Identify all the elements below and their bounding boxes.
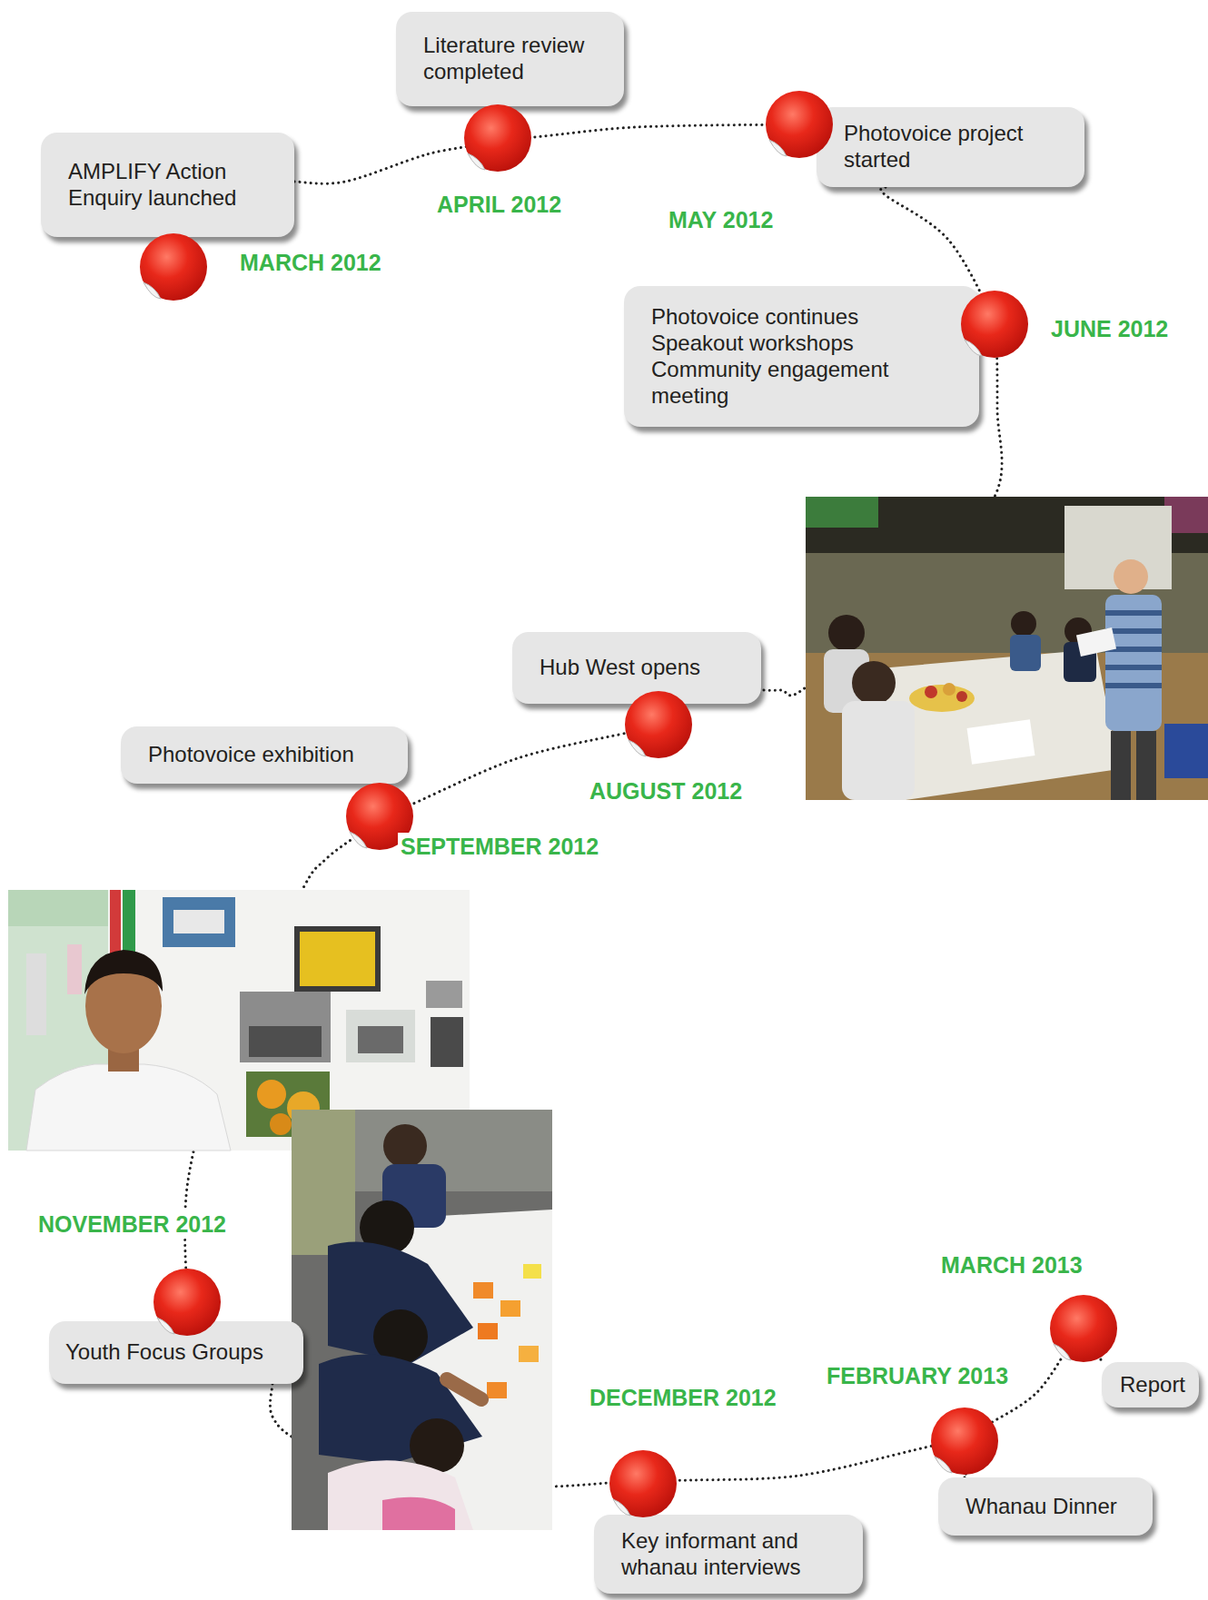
timeline-sticker	[609, 1450, 677, 1518]
photo-detail	[239, 991, 331, 1063]
photo-detail	[1105, 664, 1162, 671]
month-label: AUGUST 2012	[586, 777, 745, 805]
milestone-text: Photovoice exhibition	[148, 741, 390, 768]
photo-detail	[162, 897, 236, 948]
photo-detail	[8, 890, 109, 927]
photo-detail	[1113, 559, 1149, 595]
month-label: MARCH 2012	[237, 248, 385, 277]
photo-detail	[299, 931, 376, 987]
photo-detail	[956, 691, 968, 703]
photo-detail	[1164, 723, 1208, 779]
photo-detail	[327, 1242, 474, 1366]
milestone-text: Speakout workshops	[651, 329, 925, 357]
photo-detail	[1105, 594, 1162, 732]
milestone-box: Whanau Dinner	[938, 1477, 1153, 1536]
photo-detail	[26, 1064, 231, 1151]
month-label: APRIL 2012	[434, 190, 565, 218]
photo-detail	[346, 1009, 416, 1063]
milestone-box: Hub West opens	[512, 632, 762, 704]
milestone-box: Report	[1101, 1362, 1199, 1408]
photo-detail	[26, 953, 47, 1036]
milestone-text: Key informant and whanau interviews	[621, 1527, 845, 1581]
photo-detail	[383, 1124, 427, 1169]
photo-detail	[269, 1113, 292, 1136]
photo-detail	[1105, 610, 1162, 616]
milestone-text: Report	[1119, 1371, 1190, 1398]
photo-detail	[294, 926, 381, 992]
milestone-box: Photovoice continuesSpeakout workshopsCo…	[623, 286, 980, 427]
photo-detail	[84, 950, 163, 995]
timeline-sticker	[624, 691, 693, 759]
photo-detail	[500, 1300, 521, 1317]
milestone-box: AMPLIFY Action Enquiry launched	[40, 132, 295, 238]
photo-detail	[967, 719, 1036, 764]
photo-detail	[382, 1497, 456, 1531]
photo-detail	[924, 685, 938, 699]
timeline-sticker	[960, 290, 1029, 358]
timeline-sticker	[930, 1407, 999, 1476]
month-label: MARCH 2013	[938, 1251, 1086, 1279]
month-label: MAY 2012	[665, 206, 776, 234]
timeline-sticker	[464, 104, 532, 172]
photo-detail	[841, 701, 915, 801]
month-label: JUNE 2012	[1048, 315, 1171, 343]
photo-detail	[1110, 731, 1131, 801]
milestone-box: Photovoice project started	[816, 107, 1085, 188]
timeline-connector	[631, 1441, 977, 1515]
photo-detail	[248, 1026, 322, 1058]
milestone-text: Hub West opens	[539, 653, 743, 681]
milestone-text: Photovoice continues	[651, 303, 925, 330]
month-label: SEPTEMBER 2012	[397, 832, 602, 861]
photo-detail	[473, 1282, 494, 1299]
photo-detail	[173, 910, 225, 934]
milestone-text: Photovoice project started	[843, 119, 1067, 173]
photo-detail	[357, 1026, 404, 1054]
milestone-text: Whanau Dinner	[965, 1493, 1135, 1520]
photo-detail	[486, 1382, 507, 1399]
photo-detail	[523, 1264, 542, 1279]
focus-group-photo	[291, 1109, 553, 1531]
photo-detail	[1105, 683, 1162, 689]
timeline-sticker	[1049, 1295, 1118, 1363]
photo-detail	[851, 661, 896, 705]
timeline-sticker	[765, 90, 833, 159]
photo-detail	[1136, 731, 1157, 801]
milestone-text: AMPLIFY Action Enquiry launched	[68, 158, 277, 211]
photo-detail	[828, 614, 865, 652]
photo-detail	[909, 684, 975, 713]
photo-detail	[1105, 628, 1162, 634]
photo-detail	[518, 1346, 539, 1363]
photo-detail	[257, 1079, 287, 1109]
photo-detail	[1076, 627, 1117, 657]
photo-detail	[291, 1109, 553, 1531]
milestone-text: Literature review completed	[423, 31, 606, 85]
photo-detail	[805, 496, 1208, 801]
photo-detail	[1009, 634, 1041, 672]
month-label: NOVEMBER 2012	[35, 1210, 229, 1238]
milestone-text: Community engagement meeting	[651, 356, 925, 409]
milestone-text: Youth Focus Groups	[65, 1338, 289, 1366]
photo-detail	[436, 1369, 492, 1410]
photo-detail	[291, 1109, 356, 1256]
photo-detail	[430, 1017, 464, 1068]
photo-detail	[425, 980, 463, 1009]
photo-detail	[805, 496, 879, 528]
month-label: FEBRUARY 2013	[823, 1362, 1011, 1390]
photo-detail	[477, 1323, 498, 1340]
milestone-box: Literature review completed	[396, 11, 624, 107]
photo-detail	[942, 683, 956, 696]
month-label: DECEMBER 2012	[586, 1384, 780, 1412]
photo-detail	[1010, 611, 1037, 637]
timeline-sticker	[153, 1268, 221, 1337]
timeline-sticker	[139, 233, 208, 301]
workshop-photo	[805, 496, 1208, 801]
photo-detail	[327, 1460, 474, 1531]
photo-detail	[67, 944, 82, 995]
milestone-box: Key informant and whanau interviews	[594, 1514, 863, 1595]
milestone-box: Photovoice exhibition	[120, 726, 408, 784]
